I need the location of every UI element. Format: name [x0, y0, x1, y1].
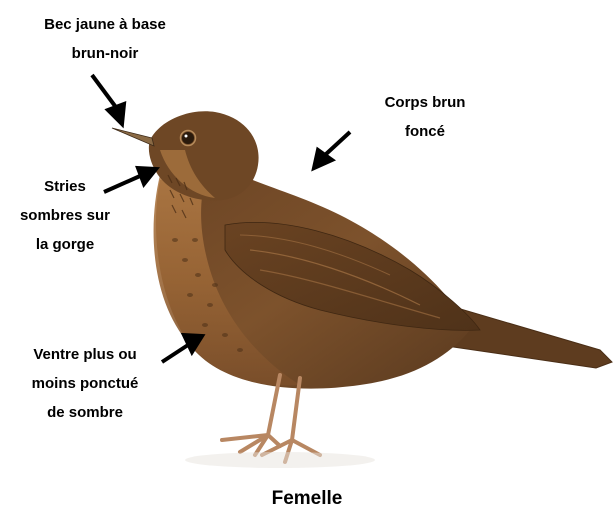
label-belly-line3: de sombre — [0, 398, 170, 427]
label-beak-line2: brun-noir — [10, 39, 200, 68]
bird-beak — [112, 128, 154, 146]
label-beak-line1: Bec jaune à base — [10, 10, 200, 39]
label-throat-line2: sombres sur — [5, 201, 125, 230]
label-belly: Ventre plus ou moins ponctué de sombre — [0, 340, 170, 427]
caption-female: Femelle — [0, 488, 614, 510]
label-beak: Bec jaune à base brun-noir — [10, 10, 200, 68]
label-belly-line2: moins ponctué — [0, 369, 170, 398]
label-body-line2: foncé — [360, 117, 490, 146]
label-belly-line1: Ventre plus ou — [0, 340, 170, 369]
bird-eye — [182, 132, 194, 144]
label-throat-line1: Stries — [5, 172, 125, 201]
label-body: Corps brun foncé — [360, 88, 490, 146]
label-body-line1: Corps brun — [360, 88, 490, 117]
label-throat-line3: la gorge — [5, 230, 125, 259]
label-throat: Stries sombres sur la gorge — [5, 172, 125, 259]
